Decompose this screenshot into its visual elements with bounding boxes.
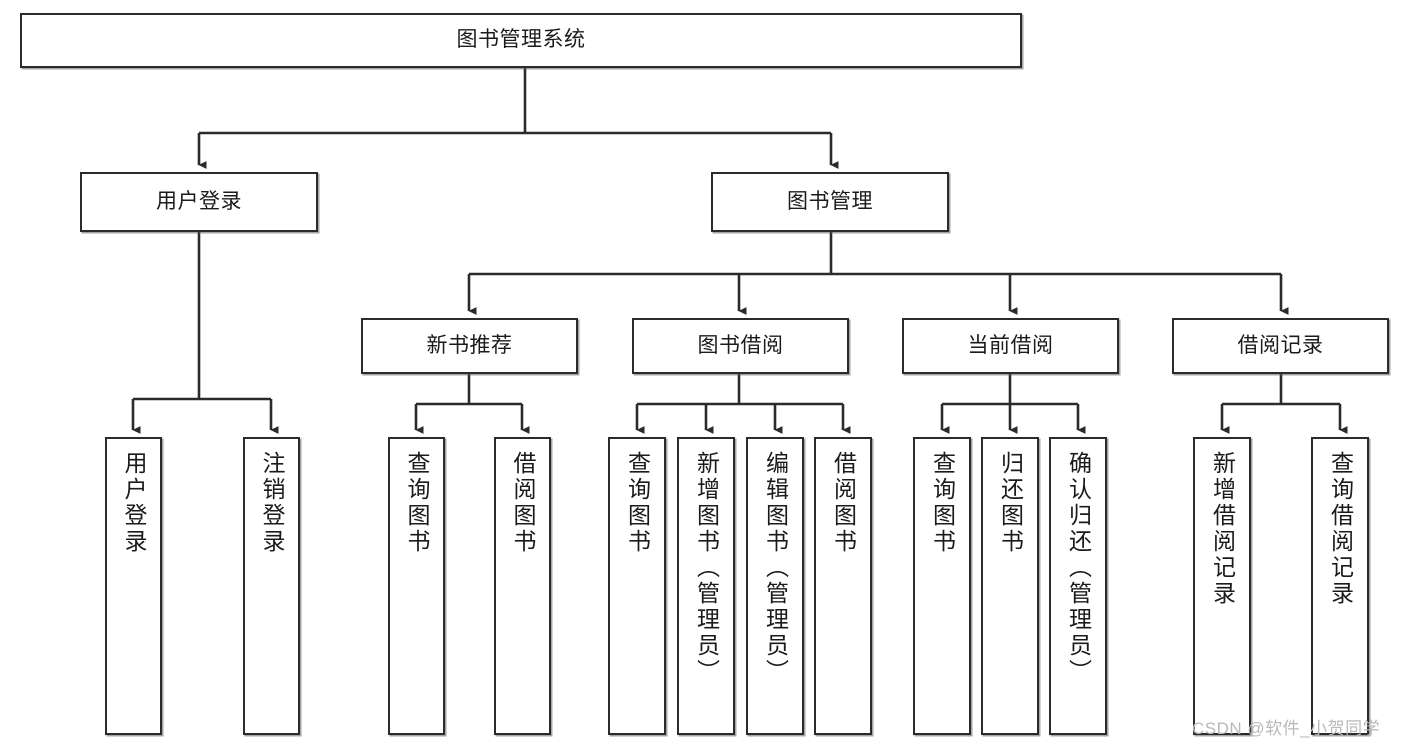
node-current-borrow-label: 当前借阅	[967, 333, 1054, 357]
leaf-user-login-login[interactable]: 用户登录	[105, 437, 162, 735]
leaf-current-confirm-return[interactable]: 确认归还（管理员）	[1049, 437, 1107, 735]
node-borrow-record[interactable]: 借阅记录	[1172, 318, 1389, 374]
leaf-current-return-book-label: 归还图书	[997, 451, 1024, 555]
leaf-recommend-query-book[interactable]: 查询图书	[388, 437, 445, 735]
node-current-borrow[interactable]: 当前借阅	[902, 318, 1119, 374]
leaf-borrow-edit-book-label: 编辑图书（管理员）	[762, 451, 789, 685]
leaf-current-return-book[interactable]: 归还图书	[981, 437, 1039, 735]
leaf-recommend-query-book-label: 查询图书	[404, 451, 430, 555]
leaf-recommend-borrow-book-label: 借阅图书	[510, 451, 536, 555]
leaf-current-query-book[interactable]: 查询图书	[913, 437, 971, 735]
node-new-book-recommend-label: 新书推荐	[426, 333, 513, 357]
node-root-label: 图书管理系统	[456, 28, 586, 52]
leaf-user-login-logout[interactable]: 注销登录	[243, 437, 300, 735]
leaf-borrow-edit-book[interactable]: 编辑图书（管理员）	[746, 437, 804, 735]
leaf-borrow-add-book-label: 新增图书（管理员）	[693, 451, 720, 685]
leaf-user-login-login-label: 用户登录	[121, 451, 147, 555]
node-user-login[interactable]: 用户登录	[80, 172, 318, 232]
node-new-book-recommend[interactable]: 新书推荐	[361, 318, 578, 374]
leaf-record-query-record[interactable]: 查询借阅记录	[1311, 437, 1369, 735]
leaf-record-query-record-label: 查询借阅记录	[1327, 451, 1354, 607]
leaf-borrow-add-book[interactable]: 新增图书（管理员）	[677, 437, 735, 735]
node-book-borrow-label: 图书借阅	[697, 333, 784, 357]
node-book-management-label: 图书管理	[787, 189, 873, 213]
node-book-management[interactable]: 图书管理	[711, 172, 949, 232]
leaf-current-query-book-label: 查询图书	[929, 451, 956, 555]
leaf-borrow-query-book[interactable]: 查询图书	[608, 437, 666, 735]
leaf-record-add-record[interactable]: 新增借阅记录	[1193, 437, 1251, 735]
csdn-watermark: CSDN @软件_小贺同学	[1192, 719, 1381, 738]
leaf-borrow-borrow-book-label: 借阅图书	[830, 451, 857, 555]
leaf-borrow-query-book-label: 查询图书	[624, 451, 651, 555]
node-user-login-label: 用户登录	[156, 189, 242, 213]
leaf-current-confirm-return-label: 确认归还（管理员）	[1065, 451, 1092, 685]
node-root[interactable]: 图书管理系统	[20, 13, 1022, 68]
node-borrow-record-label: 借阅记录	[1237, 333, 1324, 357]
leaf-recommend-borrow-book[interactable]: 借阅图书	[494, 437, 551, 735]
node-book-borrow[interactable]: 图书借阅	[632, 318, 849, 374]
leaf-user-login-logout-label: 注销登录	[259, 451, 285, 555]
leaf-borrow-borrow-book[interactable]: 借阅图书	[814, 437, 872, 735]
leaf-record-add-record-label: 新增借阅记录	[1209, 451, 1236, 607]
